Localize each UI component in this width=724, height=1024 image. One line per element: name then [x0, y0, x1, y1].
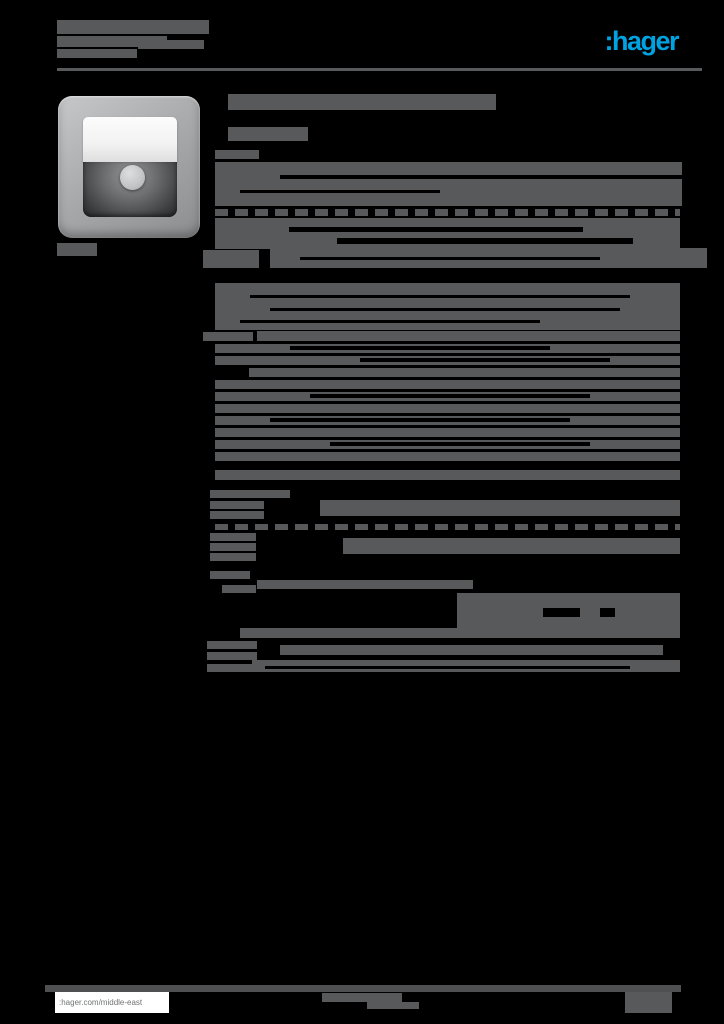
redaction-gap: [600, 608, 615, 617]
product-image: [58, 96, 200, 238]
redacted-text-block: [203, 250, 259, 268]
redaction-gap: [300, 257, 600, 260]
redacted-text-block: [207, 652, 257, 660]
redacted-text-block: [215, 356, 680, 365]
redacted-text-block: [215, 428, 680, 437]
redacted-text-block: [57, 36, 167, 47]
redacted-text-block: [210, 553, 256, 561]
redacted-text-block: [207, 641, 257, 649]
redacted-text-block: [57, 20, 209, 34]
redacted-text-block: [625, 992, 672, 1013]
motion-detector-diffuser: [83, 117, 177, 162]
redacted-text-block: [215, 440, 680, 449]
redacted-text-block: [215, 380, 680, 389]
redaction-gap: [360, 358, 610, 362]
redaction-gap: [543, 608, 580, 617]
footer-bar: [45, 985, 681, 992]
redacted-text-block: [270, 248, 707, 268]
footer-website-link[interactable]: :hager.com/middle-east: [55, 992, 169, 1013]
redacted-text-block: [240, 628, 680, 638]
redaction-gap: [330, 442, 590, 446]
redacted-text-block: [215, 162, 682, 206]
redacted-text-block: [210, 533, 256, 541]
redacted-text-block: [322, 993, 402, 1002]
redacted-text-block: [215, 452, 680, 461]
redacted-text-block: [367, 1002, 419, 1009]
redacted-text-block: [249, 368, 680, 377]
redacted-text-block: [257, 580, 473, 589]
redacted-text-block: [207, 664, 257, 672]
redaction-gap: [250, 295, 630, 298]
redacted-text-block: [228, 94, 496, 110]
redacted-text-block: [210, 511, 264, 519]
redacted-text-block: [215, 524, 680, 530]
redacted-text-block: [210, 543, 256, 551]
redacted-text-block: [222, 585, 256, 593]
redaction-gap: [240, 190, 440, 193]
header-divider: [57, 68, 702, 71]
redacted-text-block: [215, 209, 680, 216]
redaction-gap: [280, 175, 682, 179]
redacted-text-block: [210, 501, 264, 509]
hager-logo: :hager: [604, 26, 679, 56]
redacted-text-block: [210, 571, 250, 579]
redacted-text-block: [320, 500, 680, 516]
motion-detector-lens: [120, 165, 145, 190]
redaction-gap: [337, 238, 633, 244]
redacted-text-block: [252, 660, 680, 672]
redacted-text-block: [215, 218, 680, 249]
redaction-gap: [290, 346, 550, 350]
redaction-gap: [270, 308, 620, 311]
redaction-gap: [310, 394, 590, 398]
redacted-text-block: [343, 538, 680, 554]
redacted-text-block: [215, 283, 680, 330]
redacted-text-block: [215, 392, 680, 401]
redacted-text-block: [215, 344, 680, 353]
redacted-text-block: [138, 40, 204, 49]
redacted-text-block: [215, 470, 680, 480]
redacted-text-block: [210, 490, 290, 498]
redacted-text-block: [57, 243, 97, 256]
redacted-text-block: [215, 416, 680, 425]
redacted-text-block: [280, 645, 663, 655]
redacted-text-block: [57, 49, 137, 58]
redacted-text-block: [257, 331, 680, 341]
redacted-text-block: [228, 127, 308, 141]
redaction-gap: [265, 666, 630, 669]
redaction-gap: [270, 418, 570, 422]
redacted-text-block: [215, 150, 259, 159]
redacted-text-block: [215, 404, 680, 413]
redaction-gap: [240, 320, 540, 323]
redaction-gap: [289, 227, 583, 232]
redacted-text-block: [203, 332, 253, 341]
